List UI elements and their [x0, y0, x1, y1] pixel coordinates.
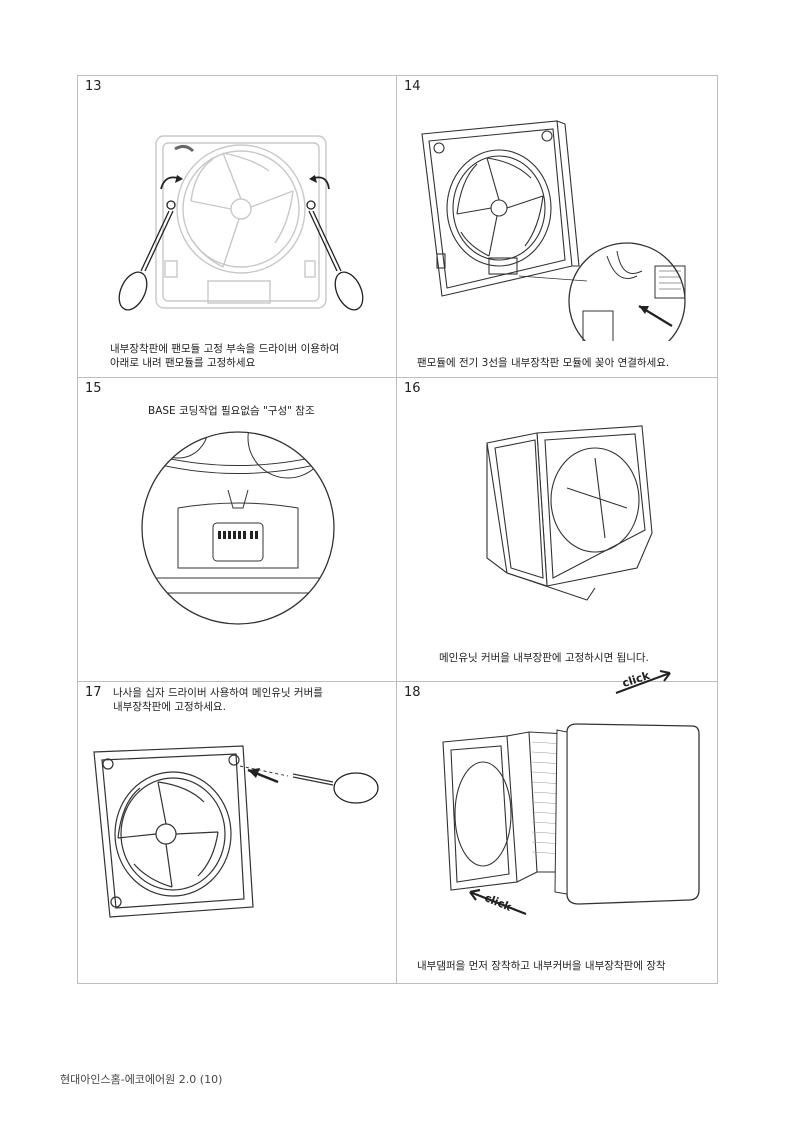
step-caption-line1: 메인유닛 커버을 내부장판에 고정하시면 됩니다. — [439, 652, 649, 664]
step-number: 14 — [404, 79, 421, 94]
click-indicator: click — [462, 882, 532, 922]
step-number: 15 — [85, 381, 102, 396]
step-14-illustration — [421, 120, 686, 341]
step-number: 16 — [404, 381, 421, 396]
column-divider — [396, 76, 397, 983]
step-14-cell: 14 — [397, 76, 717, 377]
click-arrow-icon — [469, 888, 527, 916]
row-divider-1 — [78, 377, 717, 378]
step-17-cell: 17 나사을 십자 드라이버 사용하여 메인유닛 커버를 내부장착판에 고정하세… — [78, 682, 396, 984]
step-caption-line2: 아래로 내려 팬모듈를 고정하세요 — [110, 357, 256, 369]
step-caption-line1: 팬모듈에 전기 3선을 내부장착판 모듈에 꽂아 연결하세요. — [417, 357, 670, 369]
step-18-cell: 18 cli — [397, 682, 717, 984]
step-caption-line1: 나사을 십자 드라이버 사용하여 메인유닛 커버를 — [113, 687, 323, 699]
step-13-illustration — [118, 135, 364, 311]
step-caption-line1: BASE 코딩작업 필요없슴 "구성" 참조 — [148, 405, 315, 417]
click-indicator: click — [612, 663, 682, 694]
step-15-cell: 15 BASE 코딩작업 필요없슴 "구성" 참조 — [78, 378, 396, 681]
instruction-grid: 13 — [77, 75, 718, 984]
step-caption-line1: 내부장착판에 팬모듈 고정 부속을 드라이버 이용하여 — [110, 343, 340, 355]
step-16-illustration — [486, 425, 653, 601]
step-15-illustration — [141, 431, 335, 625]
step-caption-line2: 내부장착판에 고정하세요. — [113, 701, 226, 713]
step-number: 17 — [85, 685, 102, 700]
step-number: 13 — [85, 79, 102, 94]
page-footer: 현대아인스홈-에코에어원 2.0 (10) — [60, 1073, 223, 1086]
step-number: 18 — [404, 685, 421, 700]
row-divider-2 — [78, 681, 717, 682]
step-13-cell: 13 — [78, 76, 396, 377]
step-17-illustration — [93, 745, 379, 918]
step-18-illustration — [442, 723, 700, 905]
step-16-cell: 16 click 메인유닛 커버을 내부장판에 고정하시면 됩니다. — [397, 378, 717, 694]
click-arrow-icon — [615, 670, 671, 694]
step-caption-line1: 내부댐퍼을 먼저 장착하고 내부커버을 내부장착판에 장착 — [417, 960, 666, 972]
spacer — [609, 668, 610, 669]
